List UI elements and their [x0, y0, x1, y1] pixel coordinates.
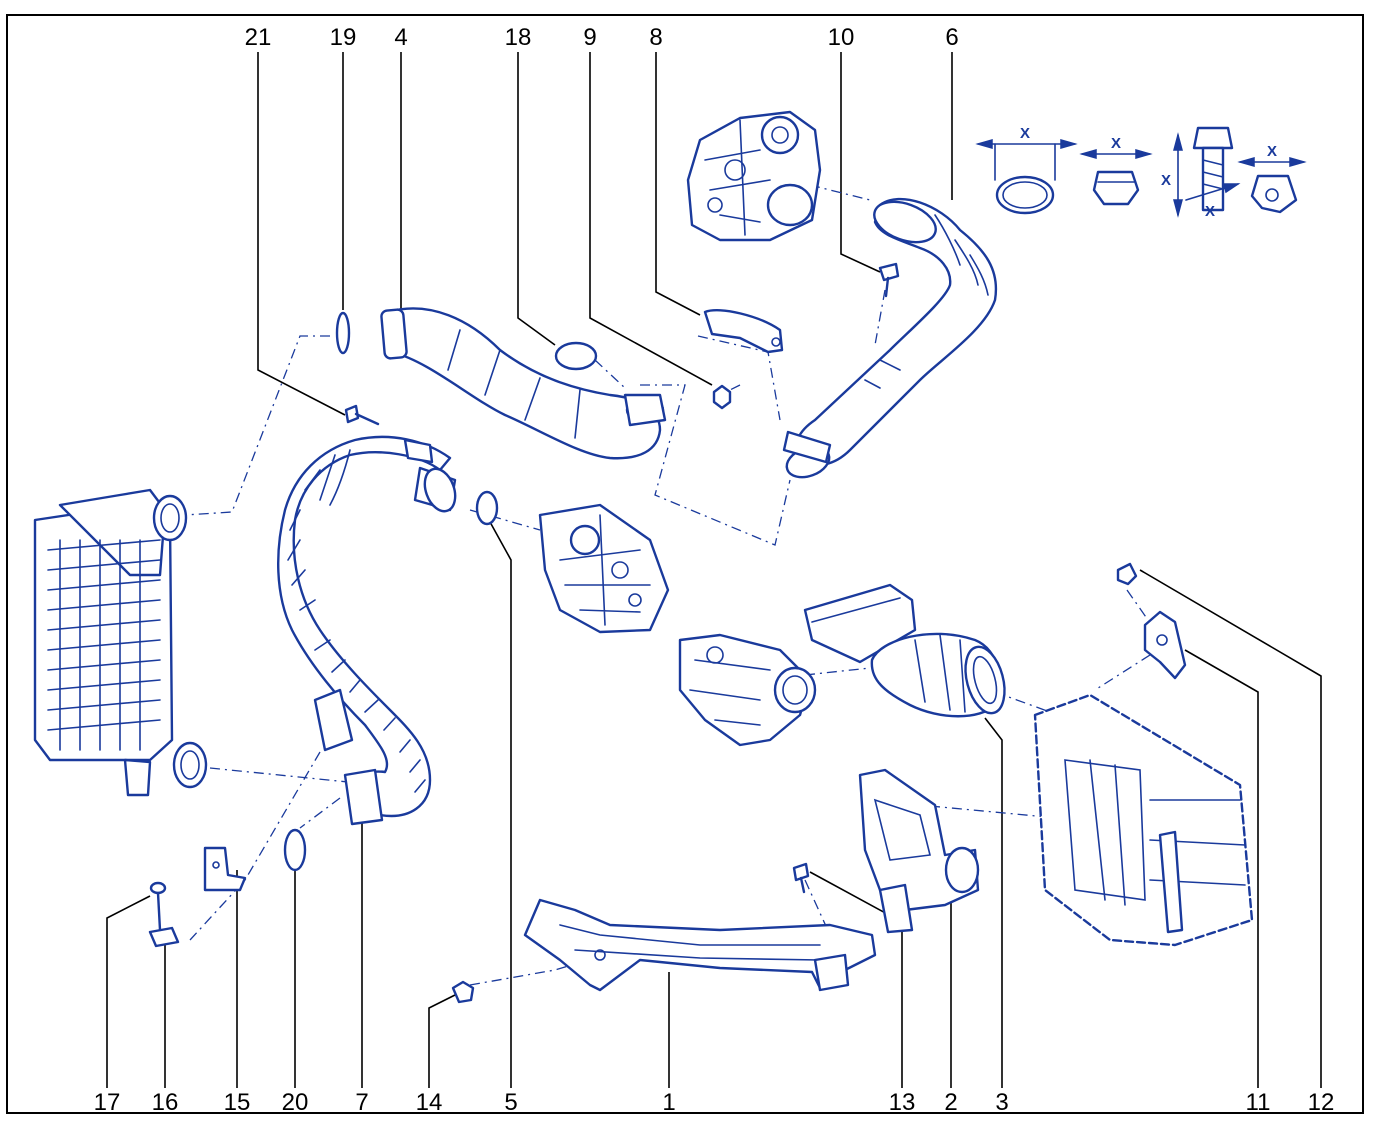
part-3-air-duct [803, 583, 1006, 718]
callout-2: 2 [944, 1089, 957, 1116]
legend-x-2: X [1111, 135, 1121, 152]
diagram-border [6, 14, 1364, 1114]
part-14-nut [451, 980, 475, 1004]
leader-11 [1184, 649, 1259, 1088]
dash-throttle-to-3 [804, 667, 871, 676]
dash-11 [1094, 654, 1151, 691]
callout-12: 12 [1308, 1089, 1335, 1116]
leader-12 [1139, 569, 1322, 1088]
dash-20 [299, 797, 341, 829]
part-1-lower-duct [523, 898, 877, 992]
part-6-intake-pipe [782, 197, 998, 479]
part-19-seal [335, 311, 351, 355]
turbocharger [686, 110, 822, 242]
callout-14: 14 [416, 1089, 443, 1116]
callout-4: 4 [394, 24, 407, 51]
part-17-bolt [149, 881, 167, 932]
torque-legend: X X X X [975, 125, 1307, 220]
part-15-bracket [203, 846, 247, 892]
callout-17: 17 [94, 1089, 121, 1116]
leader-14 [428, 994, 456, 1088]
part-7-corrugated-hose [277, 435, 457, 826]
leader-8 [655, 52, 701, 316]
legend-x-1: X [1020, 125, 1030, 142]
leader-9 [589, 52, 713, 386]
callout-9: 9 [583, 24, 596, 51]
callout-16: 16 [152, 1089, 179, 1116]
dash-18-to-4 [594, 359, 626, 389]
part-9-nut [712, 384, 732, 410]
part-4-air-pipe [380, 307, 667, 460]
dash-12 [1126, 589, 1149, 621]
part-18-o-ring [554, 341, 598, 371]
legend-x-5: X [1267, 143, 1277, 160]
throttle-body-egr [538, 503, 670, 634]
dash-cooler-to-7 [209, 767, 349, 783]
callout-15: 15 [224, 1089, 251, 1116]
dash-9 [719, 384, 741, 396]
callout-numbers-top: 21 19 4 18 9 8 10 6 [245, 24, 959, 51]
part-2-resonator [858, 768, 980, 934]
part-21-screw [344, 404, 380, 426]
part-10-bolt [878, 262, 900, 298]
intercooler [33, 488, 208, 797]
leader-5 [489, 521, 512, 1088]
callout-11: 11 [1246, 1089, 1271, 1116]
legend-ring-icon: X [975, 125, 1078, 215]
callout-19: 19 [330, 24, 357, 51]
leader-21 [257, 52, 346, 416]
callout-1: 1 [662, 1089, 675, 1116]
part-12-clip [1116, 562, 1138, 586]
dash-10 [874, 289, 886, 346]
dash-5-to-throttle [469, 509, 541, 531]
legend-nut-icon: X [1079, 135, 1153, 206]
part-13-screw [792, 862, 810, 894]
leader-17 [106, 895, 151, 1088]
legend-x-3: X [1161, 172, 1171, 189]
callout-20: 20 [282, 1089, 309, 1116]
leader-lines [106, 52, 1322, 1088]
callout-numbers-bottom: 17 16 15 20 7 14 5 1 13 2 3 11 12 [94, 1089, 1335, 1116]
callout-3: 3 [995, 1089, 1008, 1116]
callout-5: 5 [504, 1089, 517, 1116]
dash-19-to-cooler [184, 335, 330, 516]
callout-21: 21 [245, 24, 272, 51]
callout-8: 8 [649, 24, 662, 51]
legend-x-4: X [1205, 203, 1215, 220]
callout-10: 10 [828, 24, 855, 51]
part-8-bracket [703, 309, 784, 354]
leader-18 [517, 52, 556, 346]
dash-4-loop [640, 384, 791, 546]
assembly-dash-lines [184, 184, 1151, 986]
callout-18: 18 [505, 24, 532, 51]
callout-6: 6 [945, 24, 958, 51]
air-filter-housing [1033, 693, 1254, 947]
leader-3 [984, 717, 1003, 1088]
part-11-bracket [1143, 610, 1187, 680]
dash-2-to-filter [929, 805, 1101, 823]
throttle-valve [678, 633, 817, 747]
leader-10 [840, 52, 881, 273]
part-20-o-ring [283, 828, 307, 872]
part-5-o-ring [475, 490, 499, 526]
part-16-plate [148, 926, 180, 948]
legend-bolt-icon: X X [1161, 126, 1241, 220]
legend-clip-icon: X [1237, 143, 1307, 214]
callout-13: 13 [889, 1089, 916, 1116]
dash-turbo-to-6 [809, 184, 871, 201]
callout-7: 7 [355, 1089, 368, 1116]
